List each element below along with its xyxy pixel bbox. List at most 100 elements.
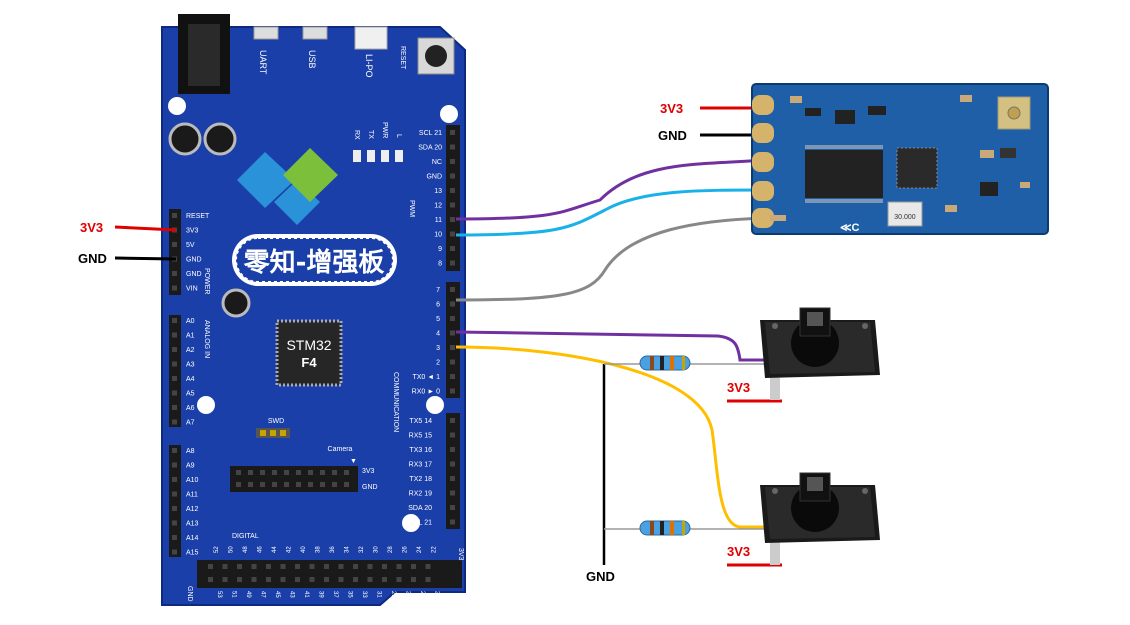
pin-hole xyxy=(296,470,301,475)
svg-text:▼: ▼ xyxy=(350,458,357,465)
camera-gnd-label: GND xyxy=(362,484,378,491)
pin-hole xyxy=(450,345,455,350)
right-pin-label: 8 xyxy=(438,261,442,268)
right-pin-label: 10 xyxy=(434,232,442,239)
pin-hole xyxy=(450,418,455,423)
comm-pin-label: SDA 20 xyxy=(408,505,432,512)
pin-hole xyxy=(272,470,277,475)
pin-hole xyxy=(324,577,329,582)
digital-pin-label: 23 xyxy=(434,591,440,598)
pin-hole xyxy=(450,388,455,394)
pin-hole xyxy=(411,564,416,569)
pin-hole xyxy=(338,577,344,582)
pin-hole xyxy=(172,549,177,555)
comm-pin-label: TX3 16 xyxy=(409,447,432,454)
pin-hole xyxy=(237,577,242,582)
camera-3v3-label: 3V3 xyxy=(362,468,375,475)
pin-hole xyxy=(450,130,455,135)
analog-pin-label: A8 xyxy=(186,448,195,455)
digital-pin-label: 29 xyxy=(390,591,396,598)
pin-hole xyxy=(208,577,213,582)
right-pin-label: TX0 ◄ 1 xyxy=(412,374,440,381)
pin-hole xyxy=(236,482,241,487)
push-button-2 xyxy=(760,472,880,565)
pin-hole xyxy=(382,564,387,569)
pin-hole xyxy=(308,482,313,487)
pin-hole xyxy=(450,447,455,452)
module-ic xyxy=(805,150,883,198)
pin-hole xyxy=(450,188,455,193)
pin-hole xyxy=(450,231,455,237)
analog-pin-label: A15 xyxy=(186,550,199,557)
camera-header xyxy=(230,466,358,492)
brand-logo xyxy=(237,148,338,225)
pin-hole xyxy=(172,242,177,247)
pin-hole xyxy=(344,470,349,475)
pin-hole xyxy=(266,577,271,582)
right-pin-label: RX0 ► 0 xyxy=(412,389,440,396)
pin-hole xyxy=(353,577,358,582)
digital-pin-label: 35 xyxy=(347,591,353,598)
power-header xyxy=(169,209,181,295)
camera-label: Camera xyxy=(328,446,353,453)
pin-hole xyxy=(172,419,177,425)
pin-hole xyxy=(353,564,358,569)
pin-hole xyxy=(266,564,271,569)
pin-hole xyxy=(172,213,177,218)
right-pin-label: 4 xyxy=(436,331,440,338)
pin-hole xyxy=(172,347,177,352)
pin-hole xyxy=(309,577,315,582)
pin-hole xyxy=(248,470,253,475)
pin-hole xyxy=(172,491,177,497)
pin-hole xyxy=(425,564,431,569)
wire-yellow-button xyxy=(455,345,770,529)
pin-hole xyxy=(208,564,213,569)
pin-hole xyxy=(450,246,455,251)
pin-hole xyxy=(450,202,455,208)
svg-text:L: L xyxy=(395,134,402,138)
digital-pin-label: 28 xyxy=(388,546,394,553)
digital-pin-label: 50 xyxy=(229,546,235,553)
digital-pin-label: 41 xyxy=(303,591,309,598)
digital-pin-label: 43 xyxy=(289,591,295,598)
board-3v3-wire xyxy=(114,225,177,232)
push-button-1 xyxy=(760,307,880,400)
analog-pin-label: A0 xyxy=(186,318,195,325)
digital-pin-label: 49 xyxy=(245,591,251,598)
svg-text:PWR: PWR xyxy=(381,122,388,138)
board-gnd-label: GND xyxy=(78,251,107,266)
svg-text:F4: F4 xyxy=(301,355,317,370)
pin-hole xyxy=(450,476,455,481)
lipo-label: LI-PO xyxy=(364,54,374,78)
pin-hole xyxy=(172,448,177,453)
analog-header-1 xyxy=(169,315,181,427)
pin-hole xyxy=(450,505,455,510)
svg-text:30.000: 30.000 xyxy=(894,214,916,221)
pin-hole xyxy=(450,432,455,438)
pin-hole xyxy=(222,577,228,582)
pin-hole xyxy=(222,564,228,569)
led-indicators: RX TX PWR L xyxy=(353,122,403,162)
pin-hole xyxy=(251,577,257,582)
power-pin-label: VIN xyxy=(186,286,198,293)
pin-hole xyxy=(251,564,257,569)
pin-hole xyxy=(450,374,455,379)
analog-pin-label: A2 xyxy=(186,347,195,354)
analog-pin-label: A3 xyxy=(186,362,195,369)
digital-pin-label: 33 xyxy=(361,591,367,598)
analog-pin-label: A5 xyxy=(186,391,195,398)
power-pin-label: GND xyxy=(186,257,202,264)
pin-hole xyxy=(280,577,286,582)
pin-hole xyxy=(172,390,177,396)
board-gnd-wire xyxy=(114,256,177,261)
analog-pin-label: A11 xyxy=(186,492,198,499)
pin-hole xyxy=(296,482,301,487)
digital-header xyxy=(197,560,462,588)
svg-text:TX: TX xyxy=(367,130,374,139)
pin-hole xyxy=(450,144,455,150)
comm-pin-label: TX2 18 xyxy=(409,476,432,483)
digital-pin-label: 52 xyxy=(214,546,220,553)
digital-pin-label: 30 xyxy=(374,546,380,553)
board-3v3-label: 3V3 xyxy=(80,220,103,235)
pin-hole xyxy=(332,482,337,487)
